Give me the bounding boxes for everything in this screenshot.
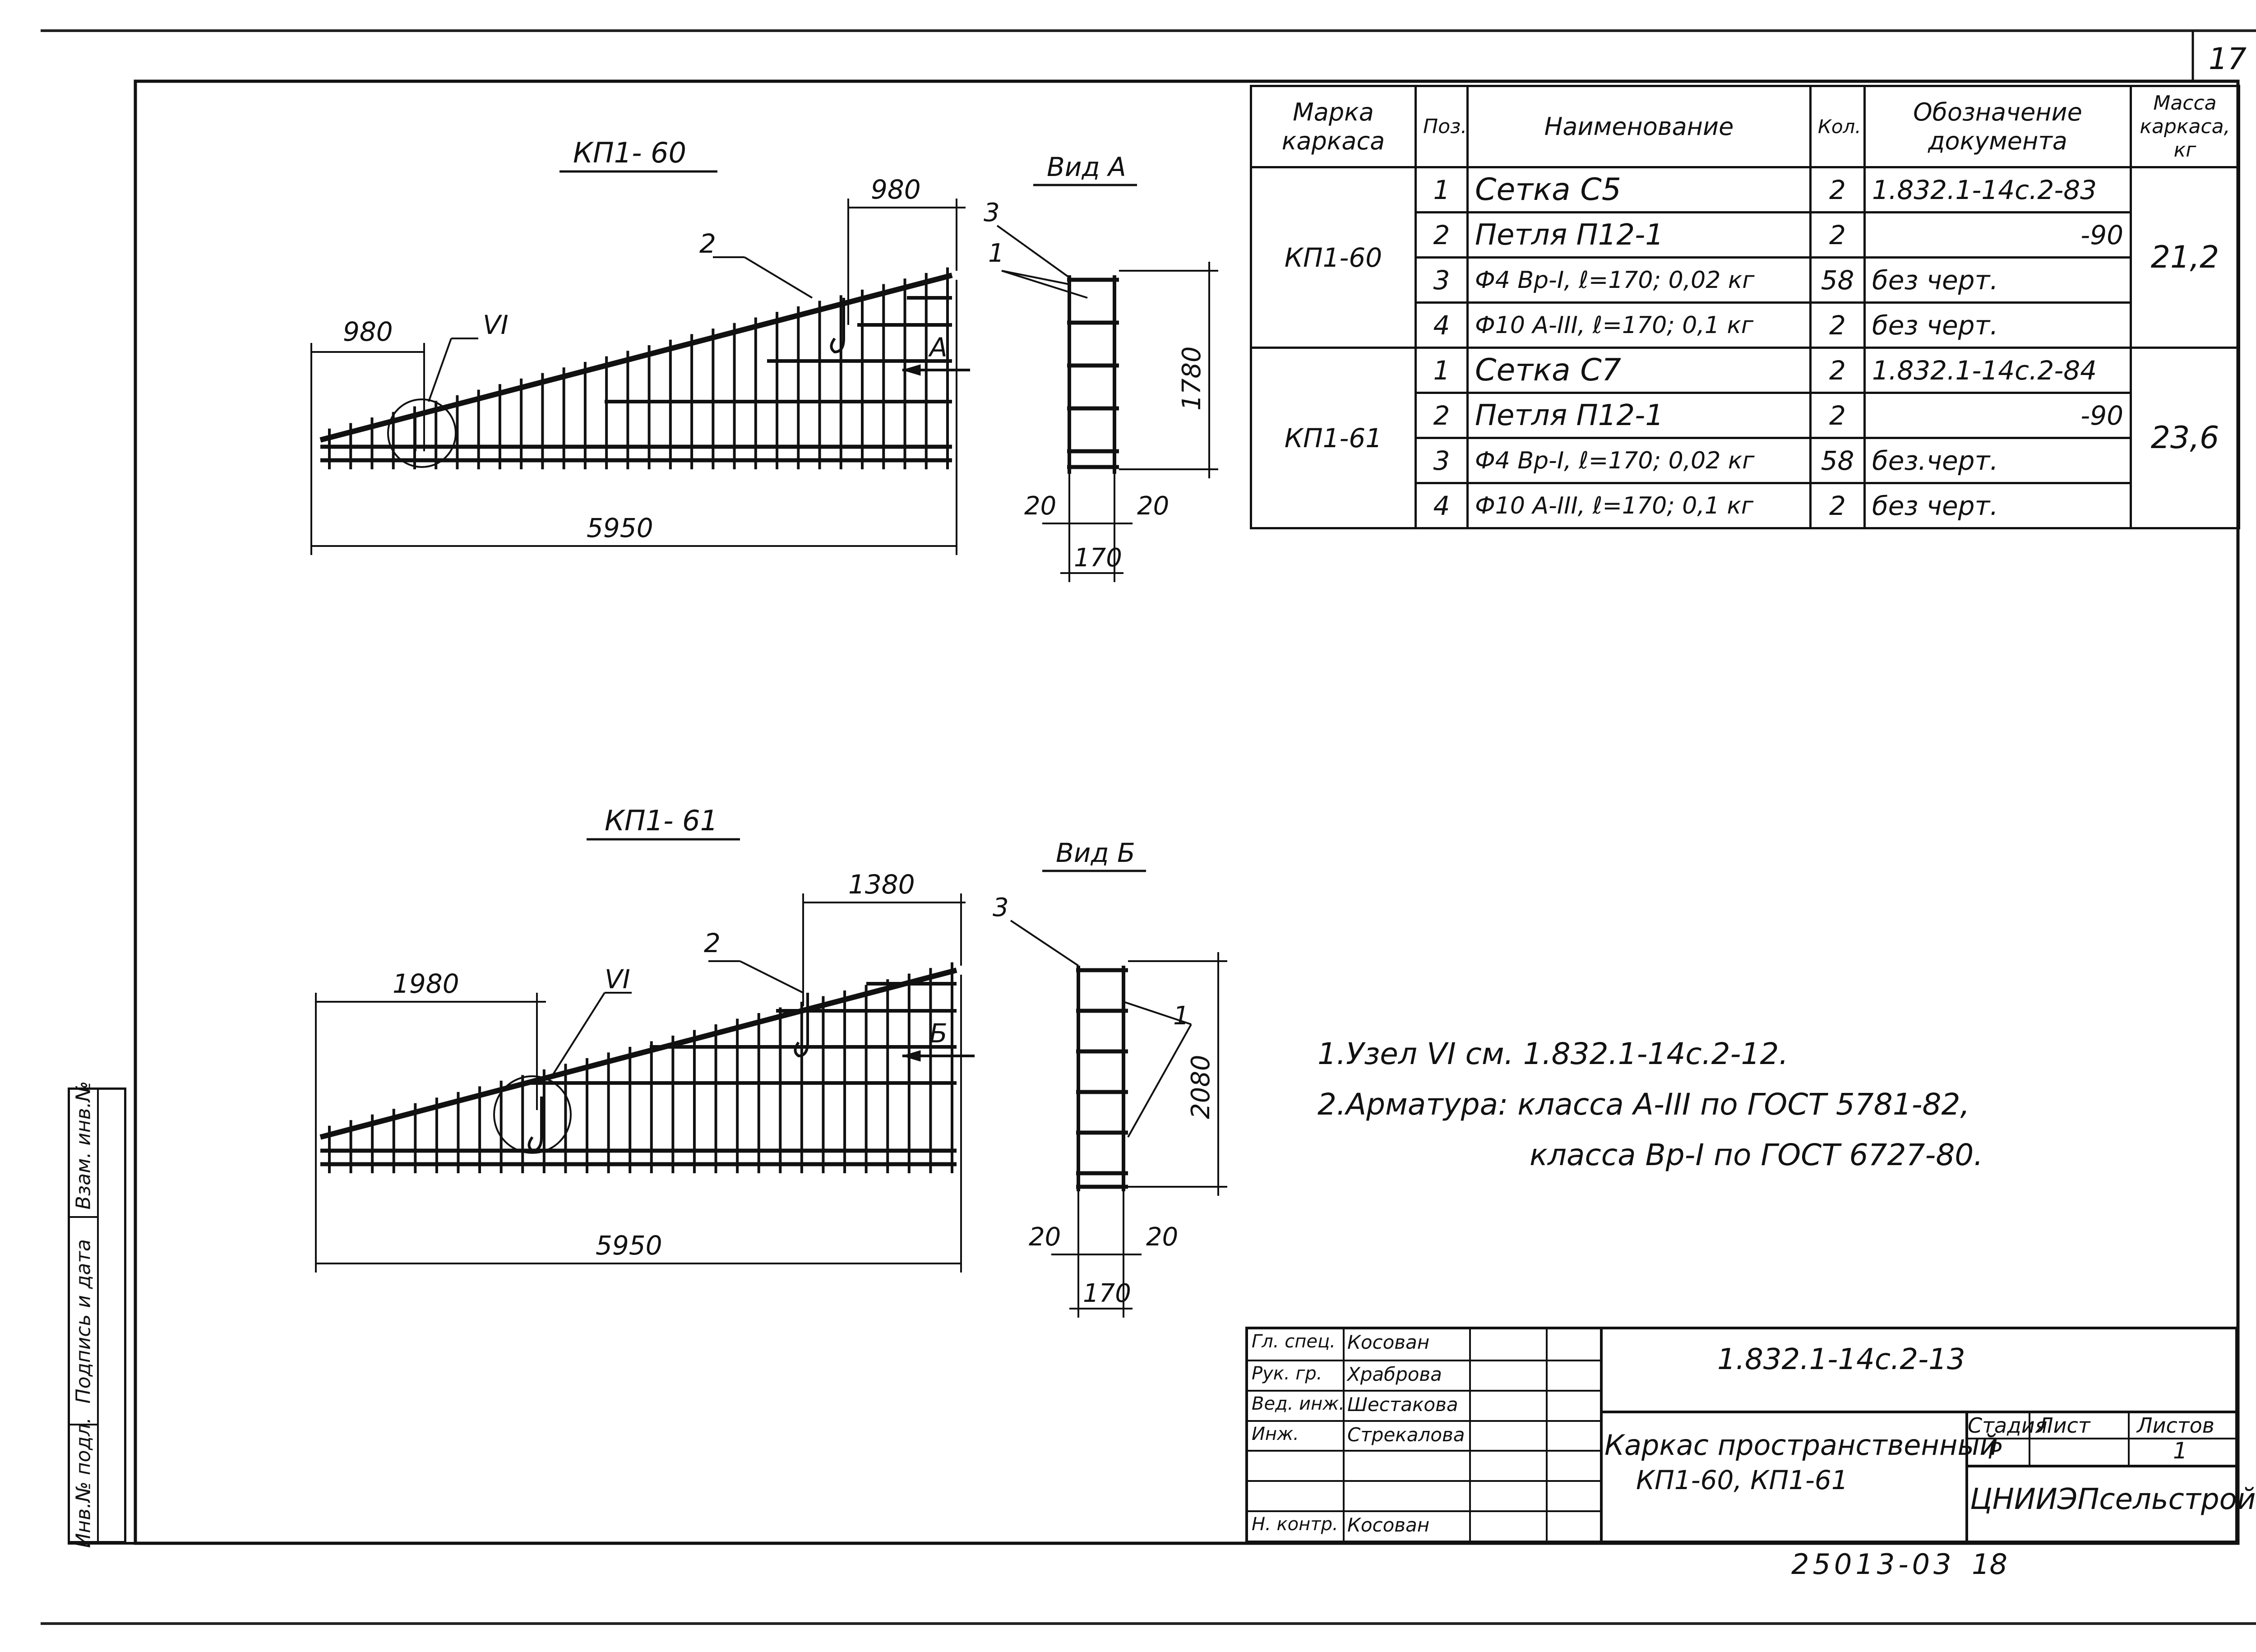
title-description: Каркас пространственный — [1604, 1429, 1998, 1462]
view-b-left-gap: 20 — [1029, 1222, 1061, 1252]
title-block-row — [1248, 1450, 1600, 1480]
mass-cell: 21,2 — [2130, 166, 2240, 349]
bottom-code: 25013-03 — [1791, 1548, 1955, 1581]
sheets-value: 1 — [2173, 1438, 2187, 1464]
title-block-row — [1248, 1480, 1600, 1510]
kp1-61-title: КП1- 61 — [605, 804, 718, 837]
title-block-row: Рук. гр. Храброва — [1248, 1359, 1600, 1390]
kp1-60-dim-top: 980 — [871, 174, 921, 205]
table-row: 4 Ф10 А-III, ℓ=170; 0,1 кг 2 без черт. — [1251, 301, 2239, 349]
person-name: Храброва — [1347, 1363, 1442, 1385]
view-b-right-gap: 20 — [1146, 1222, 1178, 1252]
title-block-row: Гл. спец. Косован — [1248, 1329, 1600, 1360]
title-block-row: Н. контр. Косован — [1248, 1510, 1600, 1541]
kp1-61-dim-length: 5950 — [596, 1230, 662, 1261]
table-row: 2 Петля П12-1 2 -90 — [1251, 392, 2239, 439]
note-1: 1.Узел VI см. 1.832.1-14с.2-12. — [1318, 1037, 1789, 1071]
sheet-number: 17 — [2209, 42, 2247, 76]
kp1-61-dim-top: 1380 — [848, 869, 915, 900]
kp1-60-node-label: VI — [483, 310, 509, 340]
organization: ЦНИИЭПсельстрой — [1970, 1483, 2256, 1516]
stamp-signature-date: Подпись и дата — [72, 1239, 95, 1404]
header-qty: Кол. — [1809, 85, 1866, 168]
header-mark: Марка каркаса — [1250, 85, 1417, 168]
stage-value: Р — [1988, 1438, 2002, 1464]
mass-cell: 23,6 — [2130, 347, 2240, 529]
kp1-61-node-label: VI — [605, 964, 630, 995]
kp1-60-arrow-label: А — [928, 332, 948, 363]
view-a-title: Вид А — [1047, 152, 1126, 182]
view-b-pos1: 1 — [1173, 1001, 1189, 1031]
header-mass: Масса каркаса, кг — [2130, 85, 2240, 168]
view-b-height: 2080 — [1186, 1055, 1216, 1119]
view-b-width: 170 — [1083, 1279, 1131, 1308]
specification-table: Марка каркаса Поз. Наименование Кол. Обо… — [1250, 85, 2240, 529]
view-a-right-gap: 20 — [1137, 491, 1169, 521]
stamp-inv-podl: Инв.№ подл. — [72, 1417, 95, 1548]
side-stamp: Инв.№ подл. Подпись и дата Взам. инв.№ — [68, 1081, 126, 1548]
kp1-60-pos2-label: 2 — [699, 228, 716, 259]
view-kp1-61: КП1- 61 1380 1980 5950 VI 2 Б — [315, 804, 975, 1273]
title-marks: КП1-60, КП1-61 — [1636, 1465, 1848, 1495]
stamp-vzam-inv: Взам. инв.№ — [72, 1081, 95, 1210]
person-name: Косован — [1347, 1331, 1430, 1353]
view-b-title: Вид Б — [1056, 838, 1135, 868]
view-a-height: 1780 — [1177, 346, 1207, 411]
mark-cell: КП1-61 — [1250, 347, 1417, 529]
table-row: 3 Ф4 Вр-I, ℓ=170; 0,02 кг 58 без.черт. — [1251, 437, 2239, 484]
note-3: класса Вр-I по ГОСТ 6727-80. — [1530, 1138, 1983, 1172]
role-label: Вед. инж. — [1252, 1393, 1345, 1414]
view-a-pos1: 1 — [988, 239, 1004, 268]
view-kp1-60: КП1- 60 980 980 5950 VI 2 А — [310, 136, 970, 555]
kp1-60-dim-length: 5950 — [587, 513, 653, 543]
view-b: Вид Б 3 1 2080 20 20 170 — [993, 838, 1227, 1318]
header-doc: Обозначение документа — [1863, 85, 2132, 168]
person-name: Стрекалова — [1347, 1423, 1465, 1446]
table-row: 4 Ф10 А-III, ℓ=170; 0,1 кг 2 без черт. — [1251, 482, 2239, 529]
header-name: Наименование — [1466, 85, 1812, 168]
stage-label: Стадия — [1968, 1413, 2048, 1438]
sheets-label: Листов — [2137, 1413, 2214, 1438]
person-name: Шестакова — [1347, 1393, 1458, 1416]
title-block-row: Вед. инж.Шестакова — [1248, 1389, 1600, 1420]
view-a-left-gap: 20 — [1024, 491, 1056, 521]
bottom-number: 18 — [1972, 1548, 2007, 1581]
sheet-label: Лист — [2038, 1413, 2090, 1438]
view-b-pos3: 3 — [993, 893, 1009, 922]
table-row: 3 Ф4 Вр-I, ℓ=170; 0,02 кг 58 без черт. — [1251, 256, 2239, 304]
table-row: КП1-61 1 Сетка С7 2 1.832.1-14с.2-84 23,… — [1250, 347, 2240, 529]
table-row: КП1-60 1 Сетка С5 2 1.832.1-14с.2-83 21,… — [1250, 166, 2240, 349]
doc-code: 1.832.1-14с.2-13 — [1717, 1343, 1965, 1376]
person-name: Косован — [1347, 1514, 1430, 1536]
view-a-pos3: 3 — [984, 198, 1000, 227]
mark-cell: КП1-60 — [1250, 166, 1417, 349]
kp1-61-arrow-label: Б — [929, 1018, 948, 1049]
role-label: Рук. гр. — [1252, 1363, 1322, 1384]
view-a: Вид А 3 1 1780 20 20 170 — [984, 152, 1218, 582]
note-2: 2.Арматура: класса А-III по ГОСТ 5781-82… — [1318, 1087, 1970, 1122]
header-pos: Поз. — [1415, 85, 1469, 168]
notes: 1.Узел VI см. 1.832.1-14с.2-12. 2.Армату… — [1318, 1029, 1983, 1180]
role-label: Н. контр. — [1252, 1514, 1338, 1535]
role-label: Гл. спец. — [1252, 1331, 1336, 1352]
kp1-61-dim-left: 1980 — [393, 968, 459, 999]
view-a-width: 170 — [1074, 543, 1122, 573]
kp1-60-title: КП1- 60 — [573, 136, 686, 169]
kp1-60-dim-left: 980 — [343, 316, 393, 347]
title-block-row: Инж. Стрекалова — [1248, 1420, 1600, 1450]
table-row: 2 Петля П12-1 2 -90 — [1251, 211, 2239, 259]
role-label: Инж. — [1252, 1423, 1299, 1444]
kp1-61-pos2-label: 2 — [704, 928, 721, 958]
